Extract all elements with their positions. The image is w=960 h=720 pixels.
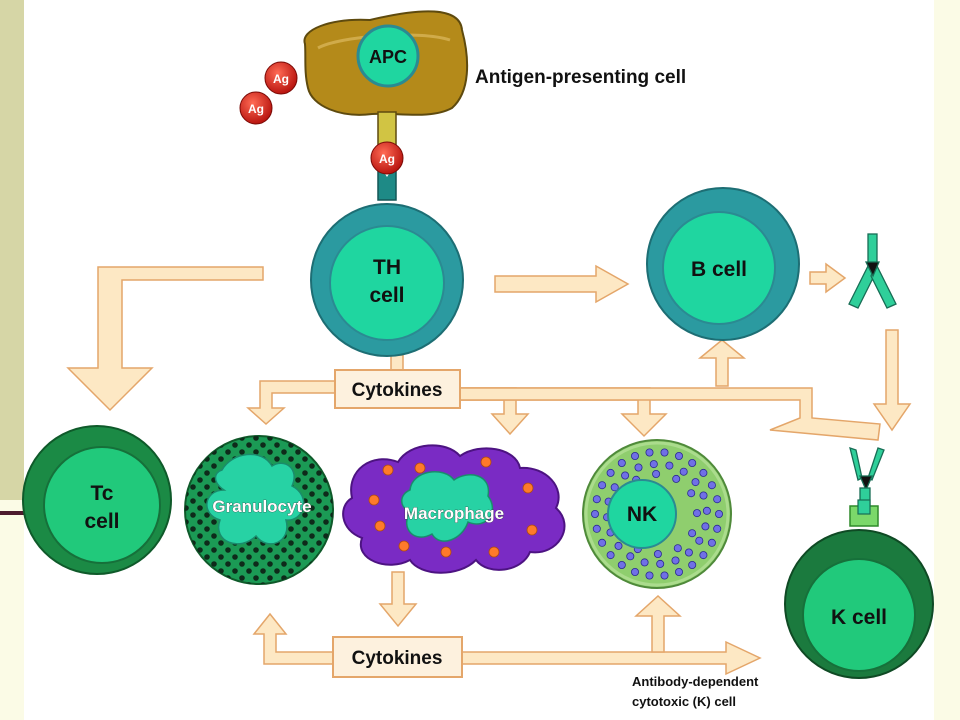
arrow-th-to-b-cell [494,264,630,304]
nk-granule [679,467,688,476]
th-cell-label-line2: cell [369,284,404,307]
nk-granule [699,468,708,477]
cytokines-top-label: Cytokines [352,380,443,401]
nk-granule [598,481,607,490]
slide-accent-bar [0,0,24,500]
arrow-cytokines-bottom-to-k-cell [460,640,762,676]
nk-granule [645,571,654,580]
b-cell: B cell [646,187,800,341]
nk-granule [699,491,708,500]
nk-granule [675,568,684,577]
arrow-cytokines-to-b-cell [697,339,747,387]
antigen-group: Ag Ag Ag [239,61,404,175]
nk-granule [672,474,681,483]
antigen-label: Ag [248,102,264,116]
nk-granule [702,506,711,515]
nk-granule [617,561,626,570]
nk-granule [621,471,630,480]
nk-granule [713,524,722,533]
nk-granule [701,522,710,531]
nk-granule [665,461,674,470]
apc-caption: Antigen-presenting cell [475,67,686,88]
arrow-cytokines-bottom-to-granulocyte [252,612,335,665]
k-cell: K cell [784,447,934,679]
antibody-icon [848,233,897,309]
nk-granule [660,571,669,580]
nk-granule [675,451,684,460]
nk-granule [614,541,623,550]
arrow-cytokines-bottom-to-nk [634,594,682,653]
granulocyte-label: Granulocyte [212,497,311,516]
nk-granule [713,495,722,504]
b-cell-label: B cell [691,258,747,281]
nk-granule [688,561,697,570]
nk-granule [591,509,600,518]
adcc-caption-line2: cytotoxic (K) cell [632,694,736,709]
nk-granule [634,463,643,472]
nk-granule [691,478,700,487]
nk-granule [598,538,607,547]
nk-granule [606,468,615,477]
nk-granule [699,551,708,560]
tc-cell-label: Tc [91,482,114,505]
nk-granule [617,458,626,467]
nk-granule [707,538,716,547]
nk-granule [707,481,716,490]
macrophage-label: Macrophage [404,504,504,523]
nk-granule [606,551,615,560]
apc-label: APC [369,47,407,67]
granulocyte-cell: Granulocyte [184,435,334,585]
nk-granule [640,558,649,567]
nk-granule [631,451,640,460]
nk-granule [693,509,702,518]
nk-granule [671,556,680,565]
tc-cell-label-line2: cell [84,510,119,533]
nk-granule [652,469,661,478]
nk-granule [592,524,601,533]
nk-granule [645,448,654,457]
th-cell-label: TH [373,256,401,279]
nk-granule [660,448,669,457]
nk-granule [688,458,697,467]
cytokines-box-bottom: Cytokines [332,636,463,678]
apc-cell: APC [303,10,469,116]
arrows [66,262,912,676]
macrophage-cell: Macrophage [342,444,566,574]
nk-granule [656,559,665,568]
nk-granule [688,529,697,538]
arrow-cytokines-to-granulocyte [246,380,337,426]
arrow-cytokines-to-k-cell [458,387,881,441]
adcc-caption-line1: Antibody-dependent [632,674,759,689]
nk-granule [695,536,704,545]
nk-granule [673,544,682,553]
cytokines-box-top: Cytokines [334,369,461,409]
k-cell-label: K cell [831,606,887,629]
arrow-macrophage-to-cytokines [378,571,418,628]
antigen-label: Ag [273,72,289,86]
nk-granule [631,568,640,577]
th-cell: TH cell [310,203,464,357]
cytokines-bottom-label: Cytokines [352,648,443,669]
nk-granule [687,489,696,498]
arrow-b-cell-to-antibody [809,262,847,294]
arrow-antibody-to-k-cell [872,329,912,432]
slide-content-panel [24,0,934,720]
nk-granule [649,460,658,469]
nk-granule [684,548,693,557]
nk-granule [626,552,635,561]
nk-label: NK [627,503,657,526]
arrow-th-to-tc [66,266,264,412]
nk-granule [610,483,619,492]
nk-granule [653,550,662,559]
tc-cell: Tc cell [22,425,172,575]
nk-granule [592,495,601,504]
nk-cell: NK [582,439,732,589]
nk-granule [715,509,724,518]
antigen-label: Ag [379,152,395,166]
